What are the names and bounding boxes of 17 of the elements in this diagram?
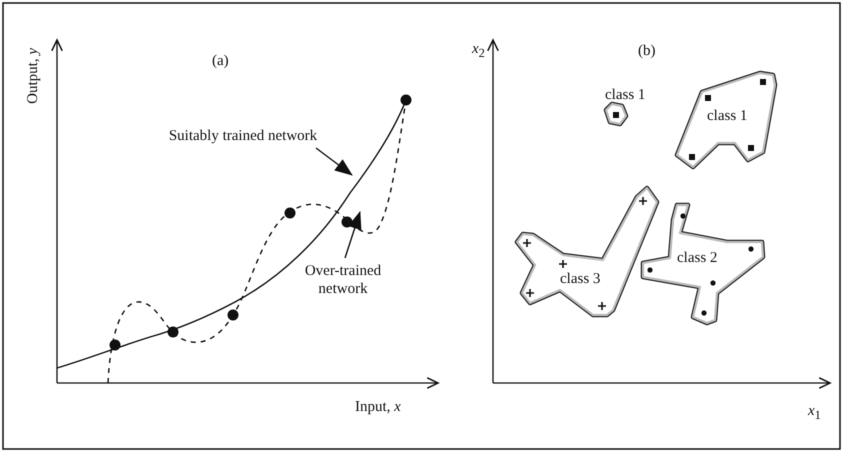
class-region bbox=[674, 70, 778, 170]
axis-label: Output, y bbox=[24, 48, 42, 104]
region-label: class 1 bbox=[605, 86, 646, 104]
annotation-label: Suitably trained network bbox=[163, 127, 323, 145]
region-label: class 1 bbox=[707, 107, 748, 125]
class-region bbox=[514, 185, 660, 318]
axis-label: Input, x bbox=[355, 398, 401, 416]
region-label: class 2 bbox=[677, 249, 718, 267]
panel-label: (a) bbox=[212, 52, 229, 70]
annotation-label: Over-trained network bbox=[293, 262, 393, 298]
axis-label: x$_{1}$ bbox=[808, 402, 821, 424]
region-label: class 3 bbox=[560, 270, 600, 288]
axis-label: x$_{2}$ bbox=[472, 40, 485, 62]
leader-arrow bbox=[344, 211, 362, 258]
leader-arrow bbox=[316, 147, 353, 176]
panel-label: (b) bbox=[638, 42, 656, 60]
class-region bbox=[640, 202, 766, 326]
